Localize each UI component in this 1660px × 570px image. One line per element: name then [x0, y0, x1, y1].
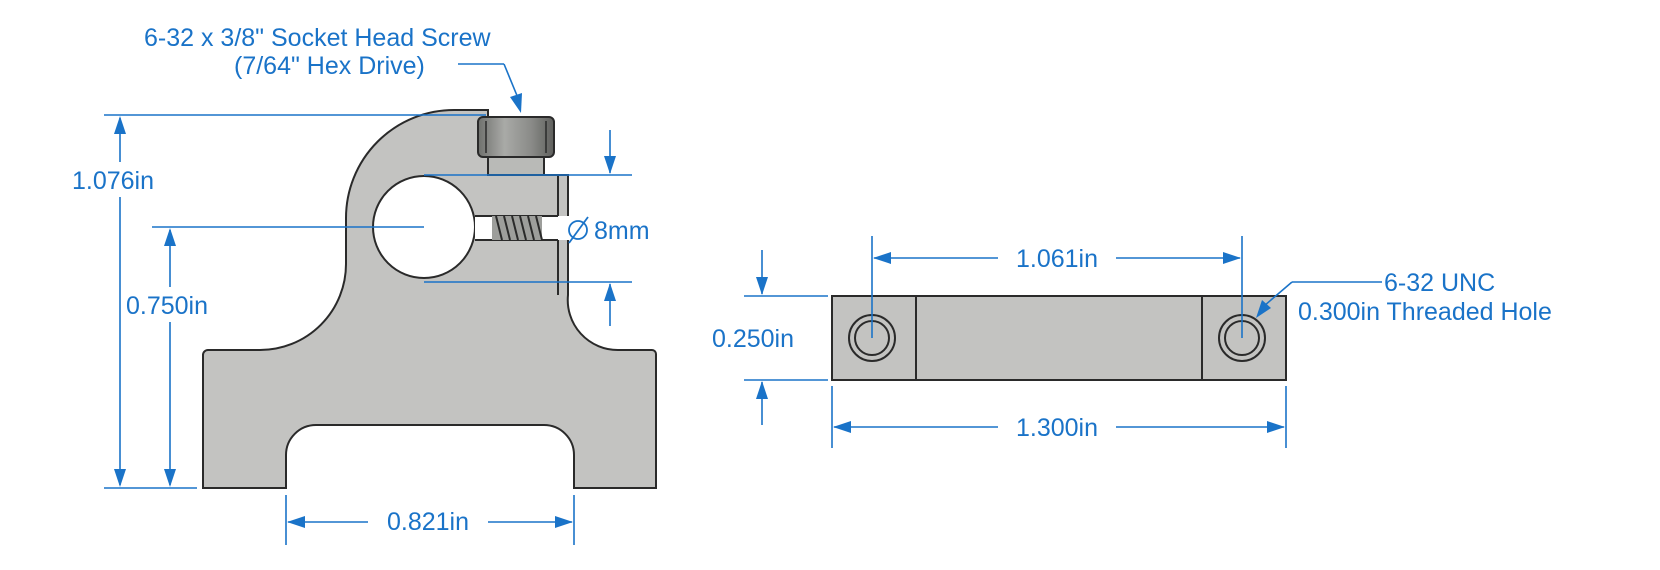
screw-callout-line2: (7/64" Hex Drive) [234, 52, 425, 80]
diameter-symbol [568, 220, 588, 240]
clamp-body [202, 109, 657, 489]
overall-length-label: 1.300in [1016, 414, 1098, 442]
screw-callout-line1: 6-32 x 3/8" Socket Head Screw [144, 24, 491, 52]
thread-callout-line2: 0.300in Threaded Hole [1298, 298, 1552, 326]
bore-diameter-label: 8mm [594, 217, 650, 245]
clamp-base-bottom [831, 295, 1287, 381]
slot-width-label: 0.821in [387, 508, 469, 536]
labels: 6-32 x 3/8" Socket Head Screw (7/64" Hex… [72, 24, 1552, 539]
socket-head-screw [477, 116, 555, 176]
front-view [202, 109, 657, 489]
bottom-view [831, 295, 1287, 381]
thread-callout-line1: 6-32 UNC [1384, 269, 1495, 297]
bottom-dimensions [744, 236, 1382, 448]
hole-spacing-label: 1.061in [1016, 245, 1098, 273]
front-dimensions [104, 63, 632, 545]
overall-height-label: 1.076in [72, 167, 154, 195]
thickness-label: 0.250in [712, 325, 794, 353]
bore-center-height-label: 0.750in [126, 292, 208, 320]
screw-threads [492, 215, 543, 241]
